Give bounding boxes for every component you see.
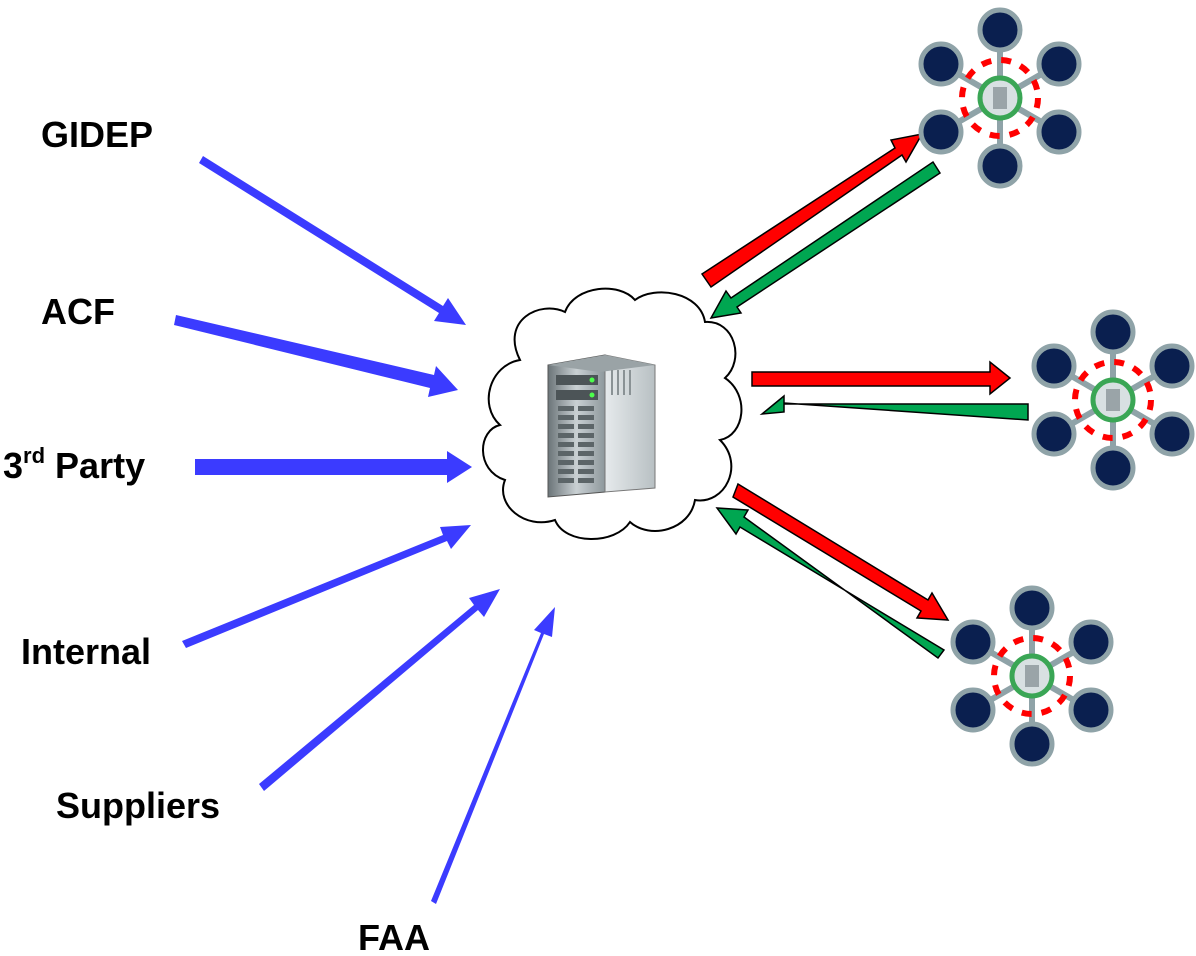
- arrow-suppliers: [259, 589, 500, 791]
- server-cloud-icon: [482, 287, 743, 540]
- label-suppliers-text: Suppliers: [56, 785, 221, 826]
- return-arrow-middle: [759, 394, 1029, 421]
- label-faa: FAA: [358, 920, 430, 956]
- outgoing-arrow-middle: [751, 360, 1012, 396]
- label-faa-text: FAA: [358, 917, 430, 956]
- arrow-internal: [182, 525, 471, 648]
- connection-arrows: [700, 132, 1029, 660]
- label-internal: Internal: [21, 634, 151, 670]
- incoming-arrows: [174, 156, 555, 904]
- label-third-party-suffix: rd: [23, 443, 46, 468]
- arrow-acf: [174, 315, 458, 397]
- label-gidep-text: GIDEP: [41, 114, 154, 155]
- label-acf-text: ACF: [41, 291, 115, 332]
- outgoing-arrow-bottom: [732, 482, 950, 621]
- label-third-party: 3rd Party: [3, 445, 146, 486]
- network-hub-icon-middle: [1034, 312, 1192, 488]
- return-arrow-top: [709, 160, 942, 319]
- outgoing-arrow-top: [700, 132, 924, 289]
- label-suppliers: Suppliers: [56, 788, 220, 824]
- network-hub-icon-bottom: [953, 588, 1111, 764]
- label-third-party-text: Party: [45, 445, 146, 486]
- label-internal-text: Internal: [21, 631, 152, 672]
- label-gidep: GIDEP: [41, 117, 153, 153]
- return-arrow-bottom: [715, 507, 946, 660]
- arrow-faa: [431, 607, 555, 904]
- arrow-third-party: [195, 451, 472, 483]
- label-third-party-number: 3: [3, 445, 24, 486]
- arrow-gidep: [199, 156, 466, 325]
- label-acf: ACF: [41, 294, 115, 330]
- network-hub-icon-top: [921, 10, 1079, 186]
